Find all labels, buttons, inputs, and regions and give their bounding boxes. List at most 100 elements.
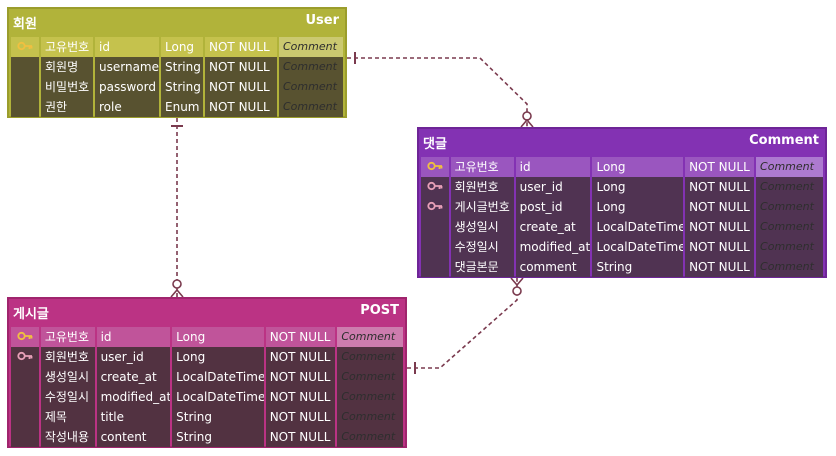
comment-cell: Comment: [279, 57, 343, 77]
entity-korean-name: 게시글: [13, 307, 49, 322]
constraint-cell: NOT NULL: [685, 217, 755, 237]
entity-korean-name: 댓글: [423, 137, 447, 152]
comment-cell: Comment: [756, 157, 824, 177]
korean-name-cell: 제목: [40, 407, 95, 427]
comment-cell: Comment: [337, 327, 403, 347]
entity-header: 회원 User: [9, 9, 345, 35]
korean-name-cell: 생성일시: [40, 367, 95, 387]
data-type-cell: LocalDateTime: [172, 387, 264, 407]
column-name-cell: modified_at: [515, 237, 591, 257]
data-type-cell: String: [172, 407, 264, 427]
data-type-cell: String: [161, 57, 203, 77]
constraint-cell: NOT NULL: [685, 237, 755, 257]
korean-name-cell: 고유번호: [40, 327, 95, 347]
data-type-cell: Long: [592, 177, 684, 197]
constraint-cell: NOT NULL: [685, 177, 755, 197]
data-type-cell: String: [161, 77, 203, 97]
constraint-cell: NOT NULL: [265, 407, 336, 427]
korean-name-cell: 회원번호: [450, 177, 514, 197]
column-name-cell: id: [515, 157, 591, 177]
column-name-cell: create_at: [515, 217, 591, 237]
key-cell: [421, 217, 449, 237]
comment-cell: Comment: [756, 217, 824, 237]
entity-name: User: [305, 13, 339, 28]
constraint-cell: NOT NULL: [205, 37, 277, 57]
data-type-cell: String: [172, 427, 264, 447]
comment-cell: Comment: [756, 177, 824, 197]
column-name-cell: id: [96, 327, 171, 347]
column-name-cell: create_at: [96, 367, 171, 387]
column-name-cell: comment: [515, 257, 591, 277]
primary-key-icon: [17, 327, 33, 347]
data-type-cell: Long: [592, 197, 684, 217]
constraint-cell: NOT NULL: [265, 387, 336, 407]
column-name-cell: id: [95, 37, 159, 57]
korean-name-cell: 수정일시: [40, 387, 95, 407]
data-type-cell: Long: [172, 347, 264, 367]
column-name-cell: title: [96, 407, 171, 427]
constraint-cell: NOT NULL: [685, 157, 755, 177]
data-type-cell: String: [592, 257, 684, 277]
data-type-cell: Long: [592, 157, 684, 177]
comment-cell: Comment: [279, 97, 343, 117]
key-cell: [11, 77, 39, 97]
constraint-cell: NOT NULL: [205, 77, 277, 97]
comment-cell: Comment: [279, 77, 343, 97]
data-type-cell: Enum: [161, 97, 203, 117]
column-name-cell: user_id: [515, 177, 591, 197]
foreign-key-icon: [427, 177, 443, 197]
korean-name-cell: 수정일시: [450, 237, 514, 257]
key-cell: [11, 97, 39, 117]
comment-cell: Comment: [337, 407, 403, 427]
key-cell: [11, 347, 39, 367]
post-comment-optional-circle: [512, 286, 522, 296]
comment-cell: Comment: [337, 387, 403, 407]
user-comment-relationship: [347, 57, 528, 127]
korean-name-cell: 비밀번호: [41, 77, 93, 97]
user-post-crowfoot: [170, 288, 184, 298]
korean-name-cell: 회원명: [41, 57, 93, 77]
key-cell: [11, 57, 39, 77]
column-name-cell: content: [96, 427, 171, 447]
constraint-cell: NOT NULL: [265, 347, 336, 367]
comment-cell: Comment: [756, 237, 824, 257]
entity-name: Comment: [749, 133, 819, 148]
data-type-cell: LocalDateTime: [592, 237, 684, 257]
key-cell: [11, 37, 39, 57]
foreign-key-icon: [427, 197, 443, 217]
user-post-optional-circle: [172, 279, 182, 289]
constraint-cell: NOT NULL: [265, 427, 336, 447]
post-comment-relationship: [407, 278, 518, 369]
constraint-cell: NOT NULL: [205, 57, 277, 77]
user-comment-crowfoot: [520, 118, 534, 128]
data-type-cell: Long: [172, 327, 264, 347]
foreign-key-icon: [17, 347, 33, 367]
post-comment-crowfoot: [510, 277, 524, 287]
key-cell: [11, 387, 39, 407]
korean-name-cell: 권한: [41, 97, 93, 117]
key-cell: [11, 367, 39, 387]
column-name-cell: role: [95, 97, 159, 117]
